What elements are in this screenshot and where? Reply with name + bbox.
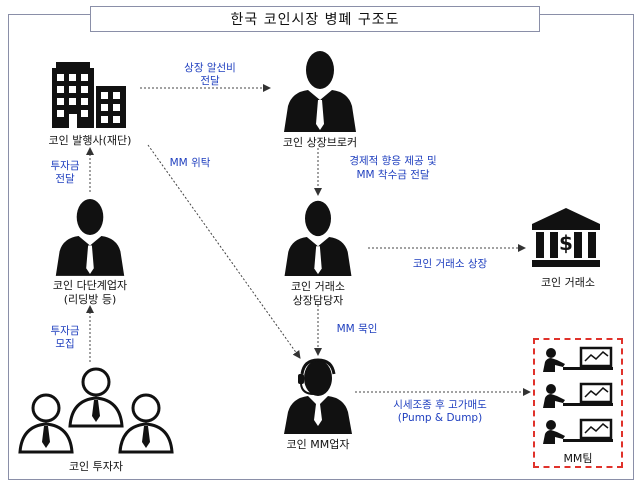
- building-icon: [52, 62, 126, 128]
- edge-label-listing-fee-1: 상장 알선비: [184, 62, 236, 74]
- edge-label-listing-fee-2: 전달: [200, 75, 220, 87]
- edge-label-fund-transfer-2: 전달: [55, 173, 75, 185]
- mm-team-label: MM팀: [563, 452, 593, 465]
- edge-label-benefit-1: 경제적 향응 제공 및: [349, 155, 437, 167]
- exchange-manager-label-2: 상장담당자: [292, 294, 344, 307]
- edge-label-fund-raise-2: 모집: [55, 338, 75, 350]
- investors-label: 코인 투자자: [68, 460, 124, 473]
- trader-monitor-icon: [543, 346, 613, 372]
- exchange-manager-label-1: 코인 거래소: [290, 280, 346, 293]
- edge-label-mm-consign: MM 위탁: [169, 157, 211, 169]
- investors-icon: [18, 367, 174, 454]
- edge-label-pump-1: 시세조종 후 고가매도: [393, 399, 487, 411]
- multilevel-label-2: (리딩방 등): [63, 293, 117, 306]
- edge-label-fund-raise-1: 투자금: [50, 325, 80, 337]
- trader-monitor-icon: [543, 418, 613, 444]
- edge-label-benefit-2: MM 착수금 전달: [356, 169, 430, 181]
- edge-label-mm-condone: MM 묵인: [336, 323, 378, 335]
- diagram-title: 한국 코인시장 병폐 구조도: [90, 6, 540, 32]
- exchange-label: 코인 거래소: [540, 276, 596, 289]
- bank-icon: $: [532, 208, 600, 267]
- svg-text:$: $: [559, 231, 573, 255]
- listing-broker-label: 코인 상장브로커: [282, 136, 358, 149]
- headset-operator-icon: [284, 358, 352, 434]
- edge-label-fund-transfer-1: 투자금: [50, 160, 80, 172]
- businessman-icon: [284, 51, 356, 132]
- trader-monitor-icon: [543, 382, 613, 408]
- edge-label-exchange-listing: 코인 거래소 상장: [412, 258, 488, 270]
- multilevel-label-1: 코인 다단계업자: [52, 279, 128, 292]
- mm-team-box: MM팀: [533, 338, 623, 468]
- edge-issuer-mm: [147, 144, 301, 359]
- businessman-icon: [284, 200, 352, 276]
- edge-label-pump-2: (Pump & Dump): [397, 412, 483, 424]
- mm-operator-label: 코인 MM업자: [286, 438, 350, 451]
- businessman-icon: [55, 198, 125, 276]
- issuer-label: 코인 발행사(재단): [48, 134, 132, 147]
